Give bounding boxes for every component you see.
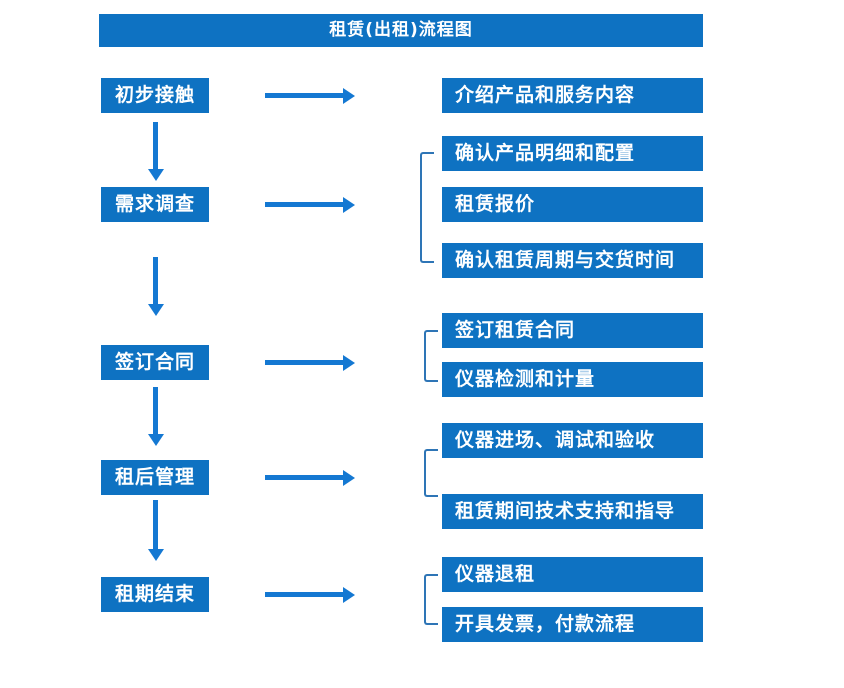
bracket-connector-demand-survey <box>420 152 434 263</box>
down-arrow-icon-1 <box>147 122 164 181</box>
detail-box-confirm-product-details: 确认产品明细和配置 <box>442 136 703 171</box>
bracket-connector-sign-contract <box>424 330 438 382</box>
detail-box-instrument-setup: 仪器进场、调试和验收 <box>442 423 703 458</box>
right-arrow-icon-1 <box>265 87 355 104</box>
down-arrow-icon-2 <box>147 257 164 316</box>
step-box-post-rental-management: 租后管理 <box>101 460 209 495</box>
right-arrow-icon-5 <box>265 586 355 603</box>
step-box-sign-contract: 签订合同 <box>101 345 209 380</box>
step-box-demand-survey: 需求调查 <box>101 187 209 222</box>
detail-box-instrument-testing: 仪器检测和计量 <box>442 362 703 397</box>
right-arrow-icon-3 <box>265 354 355 371</box>
detail-box-introduce-products: 介绍产品和服务内容 <box>442 78 703 113</box>
detail-box-invoice-payment: 开具发票，付款流程 <box>442 607 703 642</box>
step-box-initial-contact: 初步接触 <box>101 78 209 113</box>
detail-box-technical-support: 租赁期间技术支持和指导 <box>442 494 703 529</box>
detail-box-instrument-return: 仪器退租 <box>442 557 703 592</box>
bracket-connector-post-rental <box>424 449 438 497</box>
down-arrow-icon-4 <box>147 500 164 561</box>
detail-box-confirm-rental-period: 确认租赁周期与交货时间 <box>442 243 703 278</box>
detail-box-rental-quote: 租赁报价 <box>442 187 703 222</box>
detail-box-sign-rental-contract: 签订租赁合同 <box>442 313 703 348</box>
right-arrow-icon-2 <box>265 196 355 213</box>
right-arrow-icon-4 <box>265 469 355 486</box>
bracket-connector-rental-end <box>424 574 438 625</box>
flowchart-title: 租赁(出租)流程图 <box>99 14 703 47</box>
step-box-rental-end: 租期结束 <box>101 577 209 612</box>
down-arrow-icon-3 <box>147 387 164 446</box>
